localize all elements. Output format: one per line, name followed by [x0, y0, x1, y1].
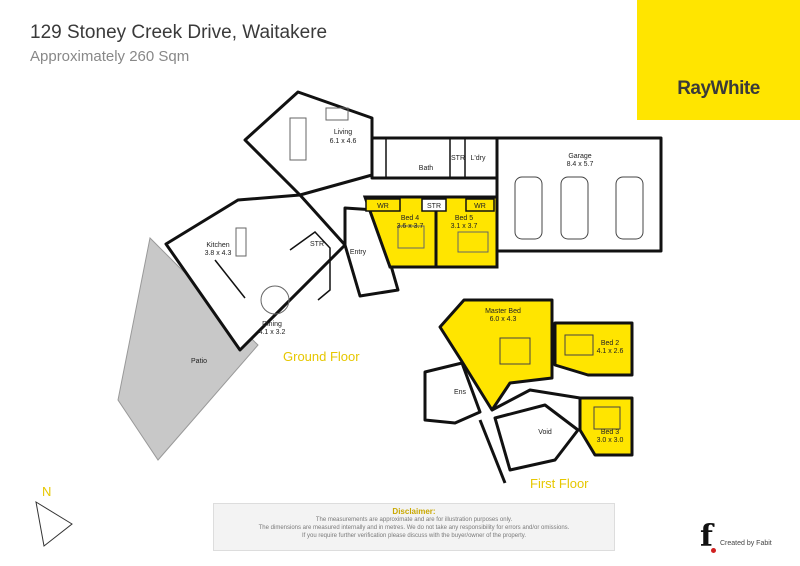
str-upper-label: STR — [451, 155, 465, 162]
fabit-logo-dot — [711, 548, 716, 553]
bed3-label: Bed 3 — [601, 429, 619, 436]
bath-label: Bath — [419, 165, 434, 172]
kitchen-dims: 3.8 x 4.3 — [205, 250, 232, 257]
disclaimer-box: Disclaimer: The measurements are approxi… — [213, 503, 615, 551]
property-area: Approximately 260 Sqm — [30, 48, 190, 65]
ground-floor-label: Ground Floor — [283, 349, 360, 364]
wr-bed5-label: WR — [474, 203, 486, 210]
bed5-dims: 3.1 x 3.7 — [451, 223, 478, 230]
bed2-dims: 4.1 x 2.6 — [597, 348, 624, 355]
first-floor-furniture — [499, 334, 621, 430]
dining-label: Dining — [262, 321, 282, 328]
ground-wardrobes — [365, 198, 495, 212]
patio-label: Patio — [191, 358, 207, 365]
brand-panel: RayWhite — [637, 0, 800, 120]
str-entry-label: STR — [310, 241, 324, 248]
bed3-dims: 3.0 x 3.0 — [597, 437, 624, 444]
kitchen-label: Kitchen — [206, 242, 229, 249]
bed5-label: Bed 5 — [455, 215, 473, 222]
entry-label: Entry — [350, 249, 367, 256]
north-compass: N — [28, 480, 88, 555]
disclaimer-line: The dimensions are measured internally a… — [258, 525, 570, 531]
bed4-label: Bed 4 — [401, 215, 419, 222]
str-mid-label: STR — [427, 203, 441, 210]
compass-letter: N — [42, 484, 51, 499]
disclaimer-title: Disclaimer: — [392, 507, 436, 516]
property-address: 129 Stoney Creek Drive, Waitakere — [30, 22, 328, 43]
wr-bed4-label: WR — [377, 203, 389, 210]
master-bed-label: Master Bed — [485, 308, 521, 315]
first-floor-label: First Floor — [530, 476, 589, 491]
bed4-dims: 3.6 x 3.7 — [397, 223, 424, 230]
void-label: Void — [538, 429, 552, 436]
fabit-logo: f — [700, 519, 713, 554]
furniture — [235, 107, 489, 315]
laundry-label: L'dry — [471, 155, 486, 162]
disclaimer-line: The measurements are approximate and are… — [315, 517, 513, 523]
internal-walls — [214, 138, 466, 301]
living-label: Living — [334, 129, 352, 136]
brand-logo: RayWhite — [677, 78, 760, 99]
ensuite-label: Ens — [454, 389, 467, 396]
garage-label: Garage — [568, 153, 591, 160]
master-bed-dims: 6.0 x 4.3 — [490, 316, 517, 323]
disclaimer-line: If you require further verification plea… — [301, 533, 526, 539]
ground-floor-walls — [164, 90, 663, 352]
garage-dims: 8.4 x 5.7 — [567, 161, 594, 168]
bed2-label: Bed 2 — [601, 340, 619, 347]
garage-cars — [514, 176, 644, 240]
credit-text: Created by Fabit — [720, 540, 772, 547]
room-labels: Living 6.1 x 4.6 Bath STR L'dry Garage 8… — [191, 129, 624, 444]
dining-dims: 4.1 x 3.2 — [259, 329, 286, 336]
compass-icon: N — [35, 484, 73, 547]
living-dims: 6.1 x 4.6 — [330, 138, 357, 145]
